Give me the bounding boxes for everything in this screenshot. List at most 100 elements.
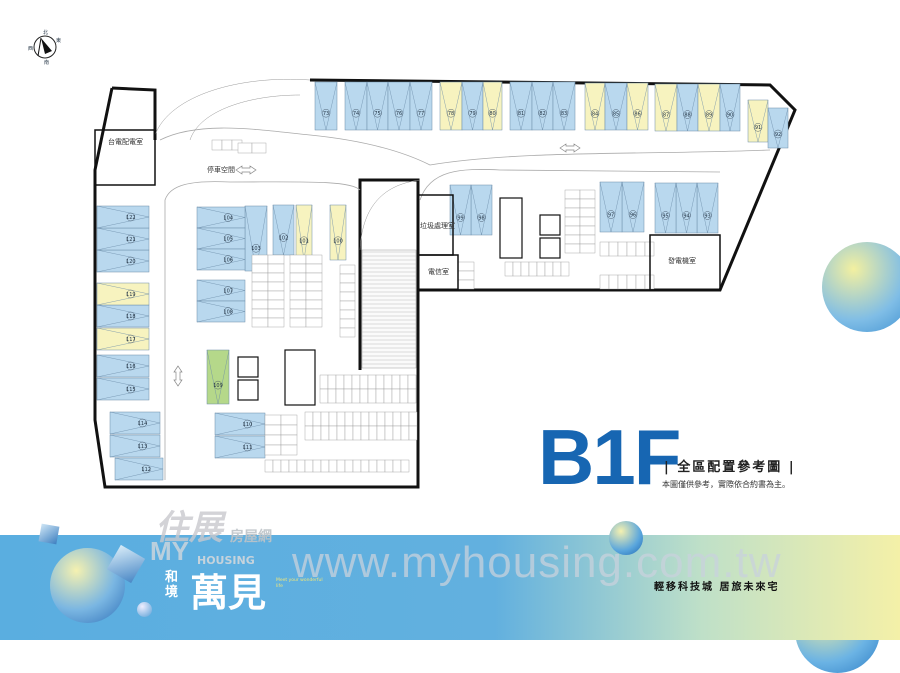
motorcycle-slot [339,327,356,338]
slot-number: 117 [126,337,136,343]
motorcycle-slot [360,425,370,441]
motorcycle-slot [375,374,385,390]
motorcycle-slot [359,388,369,404]
motorcycle-slot [635,274,646,290]
slot-number: 75 [374,111,380,117]
parking-slot-77: 77 [409,81,433,131]
motorcycle-slot [305,317,323,328]
motorcycle-slot [343,388,353,404]
motorcycle-slot [267,272,285,283]
parking-slot-94: 94 [675,182,698,234]
motorcycle-slot [368,459,378,473]
motorcycle-slot [536,261,546,277]
slot-number: 98 [478,215,484,221]
motorcycle-slot [305,299,323,310]
motorcycle-slot [319,388,329,404]
decor-sphere-small [609,521,643,555]
motorcycle-slot [375,388,385,404]
motorcycle-slot [267,281,285,292]
compass-icon: 北 東 南 西 [28,29,61,66]
motorcycle-slot [579,189,596,200]
motorcycle-slot [368,411,378,427]
floor-heading: B1F [538,413,681,501]
motorcycle-slot [280,424,298,436]
slot-number: 114 [138,421,148,427]
parking-slot-73: 73 [314,81,338,131]
slot-number: 95 [662,213,668,219]
motorcycle-slot [280,459,290,473]
slot-number: 103 [251,246,261,252]
motorcycle-slot [305,308,323,319]
parking-slot-122: 122 [96,205,150,229]
parking-slot-113: 113 [109,434,161,458]
motorcycle-slot [343,374,353,390]
brand-small: 和境 [165,570,179,600]
motorcycle-slot [626,241,637,257]
brand-big: 萬見 [190,570,267,615]
motorcycle-slot [267,254,285,265]
motorcycle-slot [368,425,378,441]
motorcycle-slot [289,308,307,319]
motorcycle-slot [312,411,322,427]
room-walls [94,129,721,291]
motorcycle-slot [400,425,410,441]
slot-number: 97 [608,212,614,218]
motorcycle-slot [392,459,402,473]
slot-number: 91 [755,125,761,131]
motorcycle-slot [320,411,330,427]
motorcycle-slot [267,263,285,274]
motorcycle-slot [392,411,402,427]
motorcycle-slot [457,261,475,272]
parking-slot-116: 116 [96,354,150,378]
motorcycle-slot [251,317,269,328]
motorcycle-slot [599,274,610,290]
parking-slot-92: 92 [767,107,789,149]
parking-slot-80: 80 [482,81,503,131]
motorcycle-slot [339,264,356,275]
parking-slot-105: 105 [196,227,246,250]
motorcycle-slot [251,254,269,265]
parking-slot-89: 89 [697,83,721,132]
motorcycle-slot [564,225,581,236]
footer-band [0,535,900,640]
slot-number: 92 [775,132,781,138]
driveway [159,127,771,480]
slot-number: 82 [539,111,545,117]
slot-number: 85 [613,111,619,117]
motorcycle-slot [339,291,356,302]
parking-slot-74: 74 [344,81,368,131]
room-parking-space: 停車空間 [207,165,235,174]
slot-number: 96 [630,212,636,218]
motorcycle-slot [579,207,596,218]
motorcycle-slot [564,243,581,254]
parking-slot-120: 120 [96,249,150,273]
slot-number: 100 [333,239,343,245]
watermark-url: www.myhousing.com.tw [292,538,782,587]
motorcycle-slot [289,263,307,274]
motorcycle-slot [312,459,322,473]
slot-number: 88 [684,112,690,118]
motorcycle-slot [408,425,418,441]
motorcycle-slot [400,459,410,473]
motorcycle-slot [635,241,646,257]
motorcycle-slot [360,411,370,427]
motorcycle-slot [327,374,337,390]
slot-number: 119 [126,292,136,298]
slot-number: 83 [561,111,567,117]
compass-south: 南 [44,59,49,66]
motorcycle-slot [376,425,386,441]
parking-slot-95: 95 [654,182,677,234]
motorcycle-slot [289,281,307,292]
parking-slot-102: 102 [272,204,295,256]
parking-slot-86: 86 [626,82,649,131]
motorcycle-slot [608,274,619,290]
motorcycle-slot [304,425,314,441]
decor-cube [38,523,60,545]
motorcycle-slot [272,459,282,473]
slot-number: 108 [223,309,233,315]
parking-slot-101: 101 [295,204,313,261]
motorcycle-slot [339,273,356,284]
motorcycle-slot [264,459,274,473]
compass-north: 北 [43,29,48,36]
